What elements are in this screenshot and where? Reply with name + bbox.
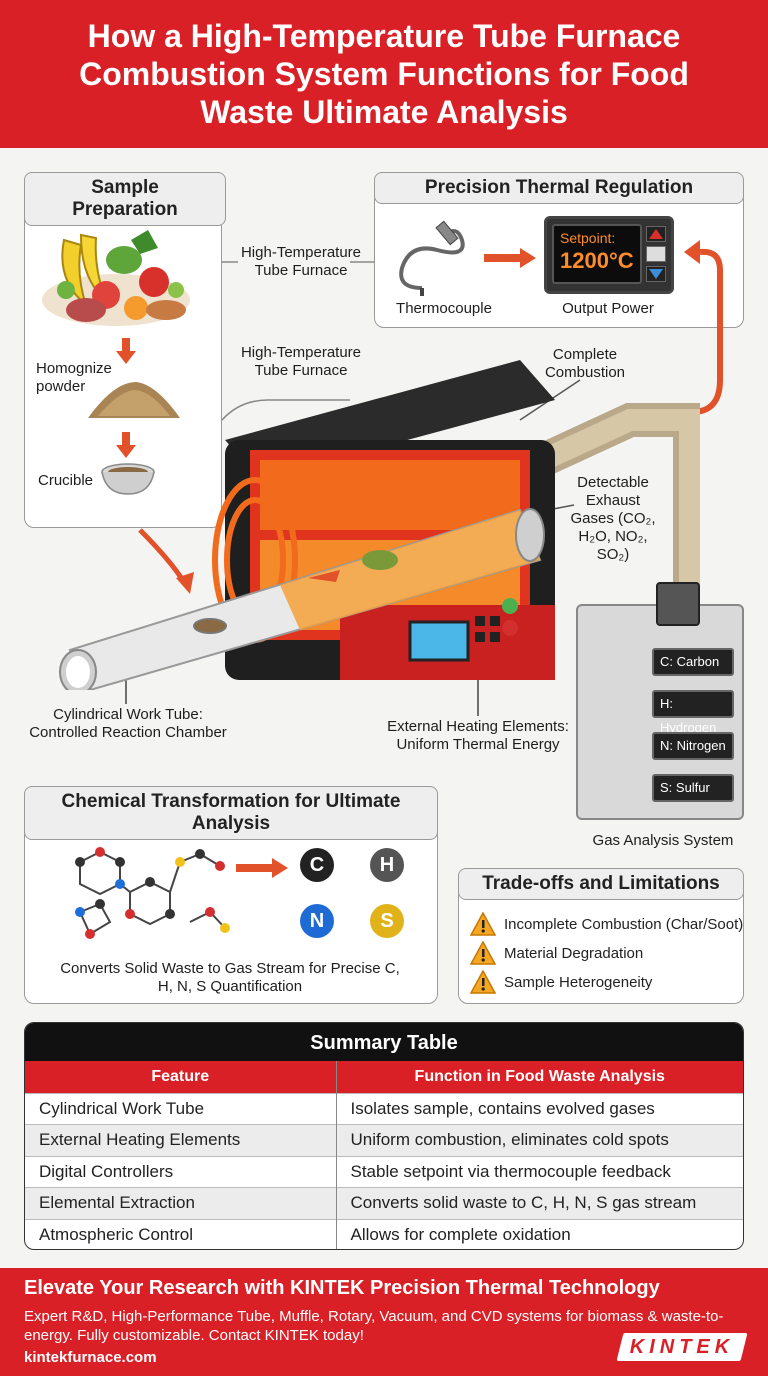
table-row: External Heating Elements Uniform combus…	[25, 1124, 743, 1156]
table-cell: Stable setpoint via thermocouple feedbac…	[336, 1155, 743, 1188]
furnace-label-top: High-Temperature Tube Furnace	[240, 244, 362, 279]
table-cell: Allows for complete oxidation	[336, 1218, 743, 1249]
element-carbon: C	[300, 848, 334, 882]
molecule-icon	[75, 847, 230, 939]
table-header-feature: Feature	[25, 1061, 337, 1093]
table-cell: Atmospheric Control	[25, 1218, 337, 1249]
increase-button[interactable]	[646, 226, 666, 242]
tube-furnace-illustration	[59, 360, 700, 690]
gas-channel-nitrogen: N: Nitrogen	[652, 732, 734, 760]
homogenize-label: Homognize powder	[36, 360, 112, 395]
food-scraps-icon	[42, 230, 190, 326]
gas-channel-hydrogen: H: Hydrogen	[652, 690, 734, 735]
gas-channel-sulfur: S: Sulfur	[652, 774, 734, 802]
table-row: Cylindrical Work Tube Isolates sample, c…	[25, 1092, 743, 1125]
setpoint-value: 1200°C	[560, 248, 634, 273]
tradeoff-label: Material Degradation	[504, 944, 644, 962]
work-tube-label: Cylindrical Work Tube: Controlled Reacti…	[29, 706, 227, 741]
crucible-label: Crucible	[38, 472, 94, 489]
footer-title: Elevate Your Research with KINTEK Precis…	[24, 1277, 660, 1299]
table-cell: Cylindrical Work Tube	[25, 1092, 337, 1125]
tradeoff-label: Incomplete Combustion (Char/Soot)	[504, 915, 744, 933]
page-title: How a High-Temperature Tube Furnace Comb…	[79, 18, 689, 130]
crucible-icon	[101, 463, 155, 495]
gas-analysis-label: Gas Analysis System	[592, 832, 734, 849]
thermocouple-label: Thermocouple	[396, 300, 492, 317]
footer-link[interactable]: kintekfurnace.com	[24, 1349, 157, 1366]
warning-icon	[470, 970, 496, 994]
table-header-function: Function in Food Waste Analysis	[336, 1061, 743, 1093]
logo-text: KINTEK	[629, 1336, 735, 1358]
chemical-caption: Converts Solid Waste to Gas Stream for P…	[60, 960, 400, 995]
tradeoffs-title: Trade-offs and Limitations	[458, 868, 744, 900]
table-cell: Isolates sample, contains evolved gases	[336, 1092, 743, 1125]
element-nitrogen: N	[300, 904, 334, 938]
setpoint-label: Setpoint:	[560, 230, 616, 246]
triangle-up-icon	[649, 229, 663, 239]
analyzer-inlet	[656, 582, 700, 626]
tradeoff-item: Material Degradation	[470, 941, 643, 965]
warning-icon	[470, 941, 496, 965]
footer-text: Expert R&D, High-Performance Tube, Muffl…	[24, 1308, 724, 1344]
thermal-title: Precision Thermal Regulation	[374, 172, 744, 204]
furnace-label-mid: High-Temperature Tube Furnace	[240, 344, 362, 379]
complete-combustion-label: Complete Combustion	[544, 346, 626, 381]
decrease-button[interactable]	[646, 266, 666, 282]
heating-elements-label: External Heating Elements: Uniform Therm…	[387, 718, 569, 753]
tradeoff-item: Sample Heterogeneity	[470, 970, 652, 994]
arrow-right-icon	[484, 248, 536, 268]
arrow-down-icon	[116, 338, 136, 364]
chemical-title: Chemical Transformation for Ultimate Ana…	[24, 786, 438, 840]
header-banner: How a High-Temperature Tube Furnace Comb…	[0, 0, 768, 148]
table-cell: External Heating Elements	[25, 1124, 337, 1156]
table-cell: Elemental Extraction	[25, 1187, 337, 1219]
powder-pile-icon	[88, 382, 180, 418]
controller-display: Setpoint: 1200°C	[552, 224, 642, 284]
kintek-logo[interactable]: KINTEK	[616, 1333, 748, 1361]
exhaust-label: Detectable Exhaust Gases (CO₂, H₂O, NO₂,…	[570, 474, 656, 563]
arrow-right-icon	[236, 858, 288, 878]
element-hydrogen: H	[370, 848, 404, 882]
table-cell: Uniform combustion, eliminates cold spot…	[336, 1124, 743, 1156]
warning-icon	[470, 912, 496, 936]
table-row: Elemental Extraction Converts solid wast…	[25, 1187, 743, 1219]
tradeoff-item: Incomplete Combustion (Char/Soot)	[470, 912, 743, 936]
sample-prep-title: Sample Preparation	[24, 172, 226, 226]
gas-channel-carbon: C: Carbon	[652, 648, 734, 676]
summary-table-title: Summary Table	[25, 1023, 743, 1061]
arrow-down-icon	[116, 432, 136, 458]
element-sulfur: S	[370, 904, 404, 938]
output-power-label: Output Power	[562, 300, 654, 317]
tradeoff-label: Sample Heterogeneity	[504, 973, 653, 991]
thermocouple-icon	[399, 220, 465, 296]
summary-table: Summary Table Feature Function in Food W…	[24, 1022, 744, 1250]
table-row: Atmospheric Control Allows for complete …	[25, 1218, 743, 1249]
table-cell: Digital Controllers	[25, 1155, 337, 1188]
table-row: Digital Controllers Stable setpoint via …	[25, 1155, 743, 1188]
mode-button[interactable]	[646, 246, 666, 262]
triangle-down-icon	[649, 269, 663, 279]
table-cell: Converts solid waste to C, H, N, S gas s…	[336, 1187, 743, 1219]
